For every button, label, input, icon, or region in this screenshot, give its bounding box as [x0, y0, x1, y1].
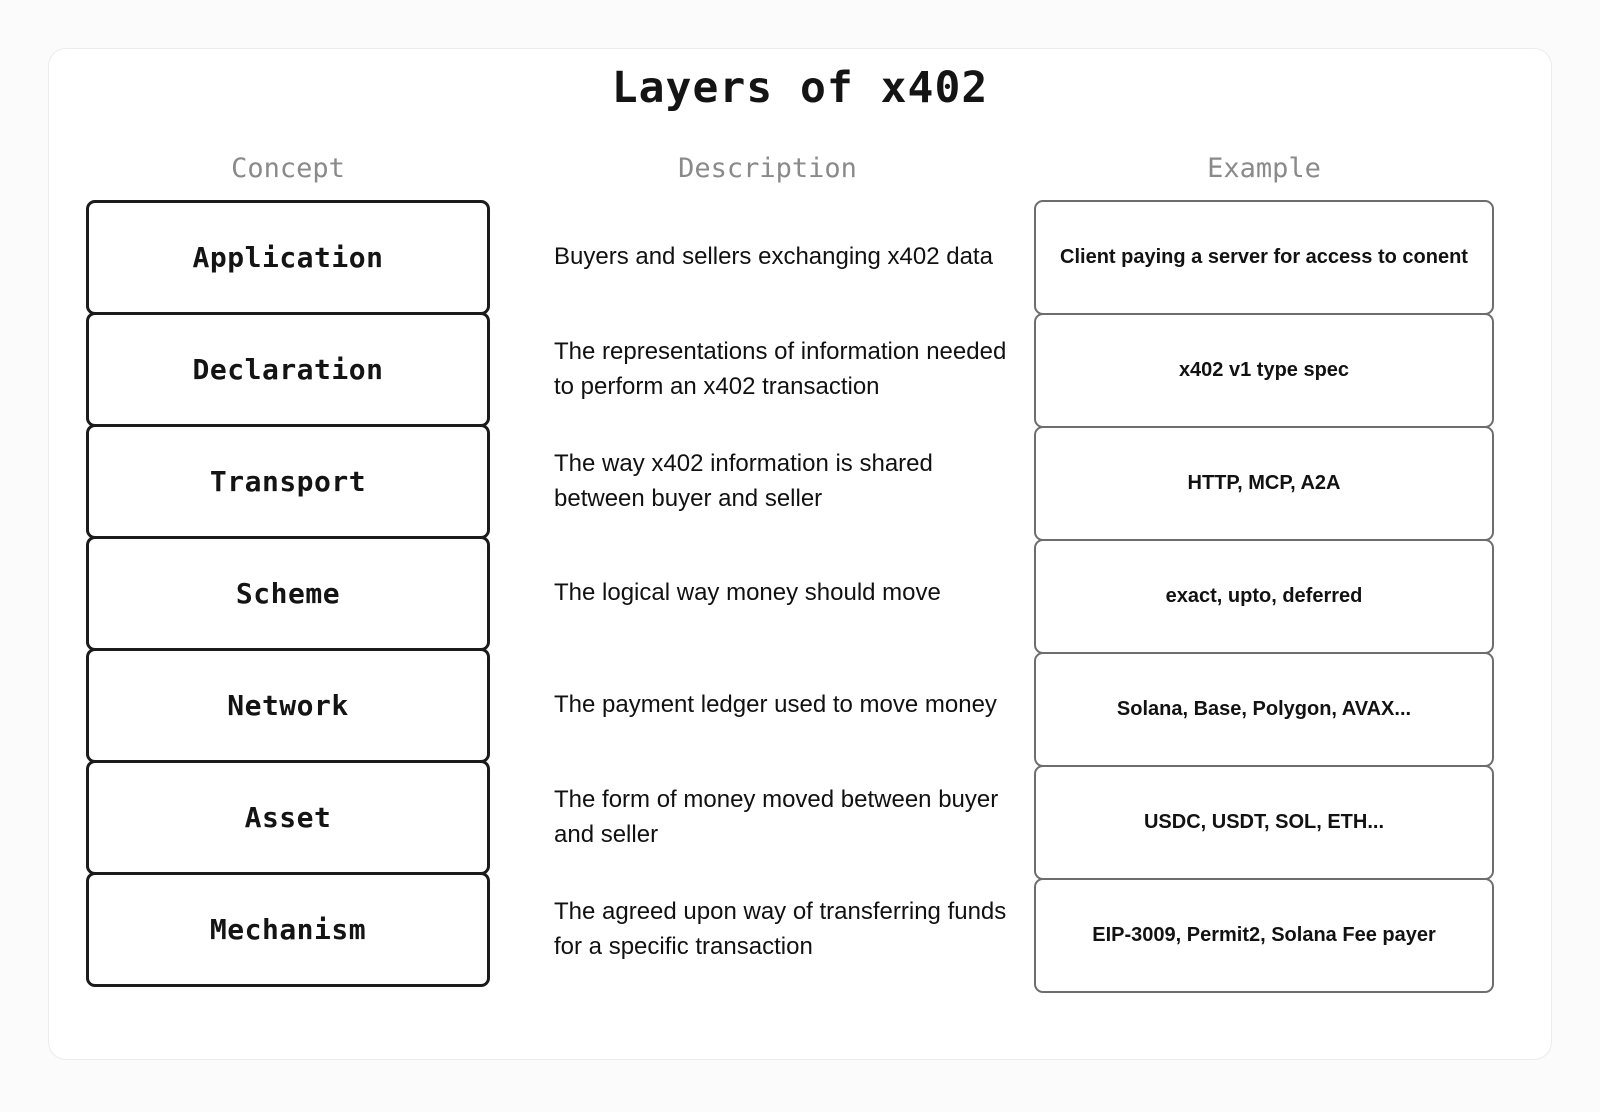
example-box: HTTP, MCP, A2A: [1034, 426, 1494, 541]
description-column: Buyers and sellers exchanging x402 data …: [554, 200, 1024, 987]
example-box: exact, upto, deferred: [1034, 539, 1494, 654]
concept-box: Scheme: [86, 536, 490, 651]
concept-box: Transport: [86, 424, 490, 539]
description-text: The way x402 information is shared betwe…: [554, 450, 933, 512]
column-header-description: Description: [678, 153, 857, 184]
example-column: Client paying a server for access to con…: [1034, 200, 1494, 993]
description-text: Buyers and sellers exchanging x402 data: [554, 243, 993, 271]
description-text: The agreed upon way of transferring fund…: [554, 898, 1007, 960]
description-text: The representations of information neede…: [554, 338, 1007, 400]
concept-box: Network: [86, 648, 490, 763]
example-box: EIP-3009, Permit2, Solana Fee payer: [1034, 878, 1494, 993]
page-title: Layers of x402: [611, 63, 989, 113]
example-box: Client paying a server for access to con…: [1034, 200, 1494, 315]
description-text: The payment ledger used to move money: [554, 691, 997, 719]
column-header-concept: Concept: [231, 153, 345, 184]
concept-box: Mechanism: [86, 872, 490, 987]
description-text: The logical way money should move: [554, 579, 941, 607]
example-box: Solana, Base, Polygon, AVAX...: [1034, 652, 1494, 767]
example-box: x402 v1 type spec: [1034, 313, 1494, 428]
concept-box: Declaration: [86, 312, 490, 427]
diagram-card: Layers of x402 Concept Description Examp…: [48, 48, 1552, 1060]
example-box: USDC, USDT, SOL, ETH...: [1034, 765, 1494, 880]
concept-box: Application: [86, 200, 490, 315]
description-text: The form of money moved between buyer an…: [554, 786, 999, 848]
concept-box: Asset: [86, 760, 490, 875]
column-header-example: Example: [1207, 153, 1321, 184]
concept-column: Application Declaration Transport Scheme…: [86, 200, 490, 987]
